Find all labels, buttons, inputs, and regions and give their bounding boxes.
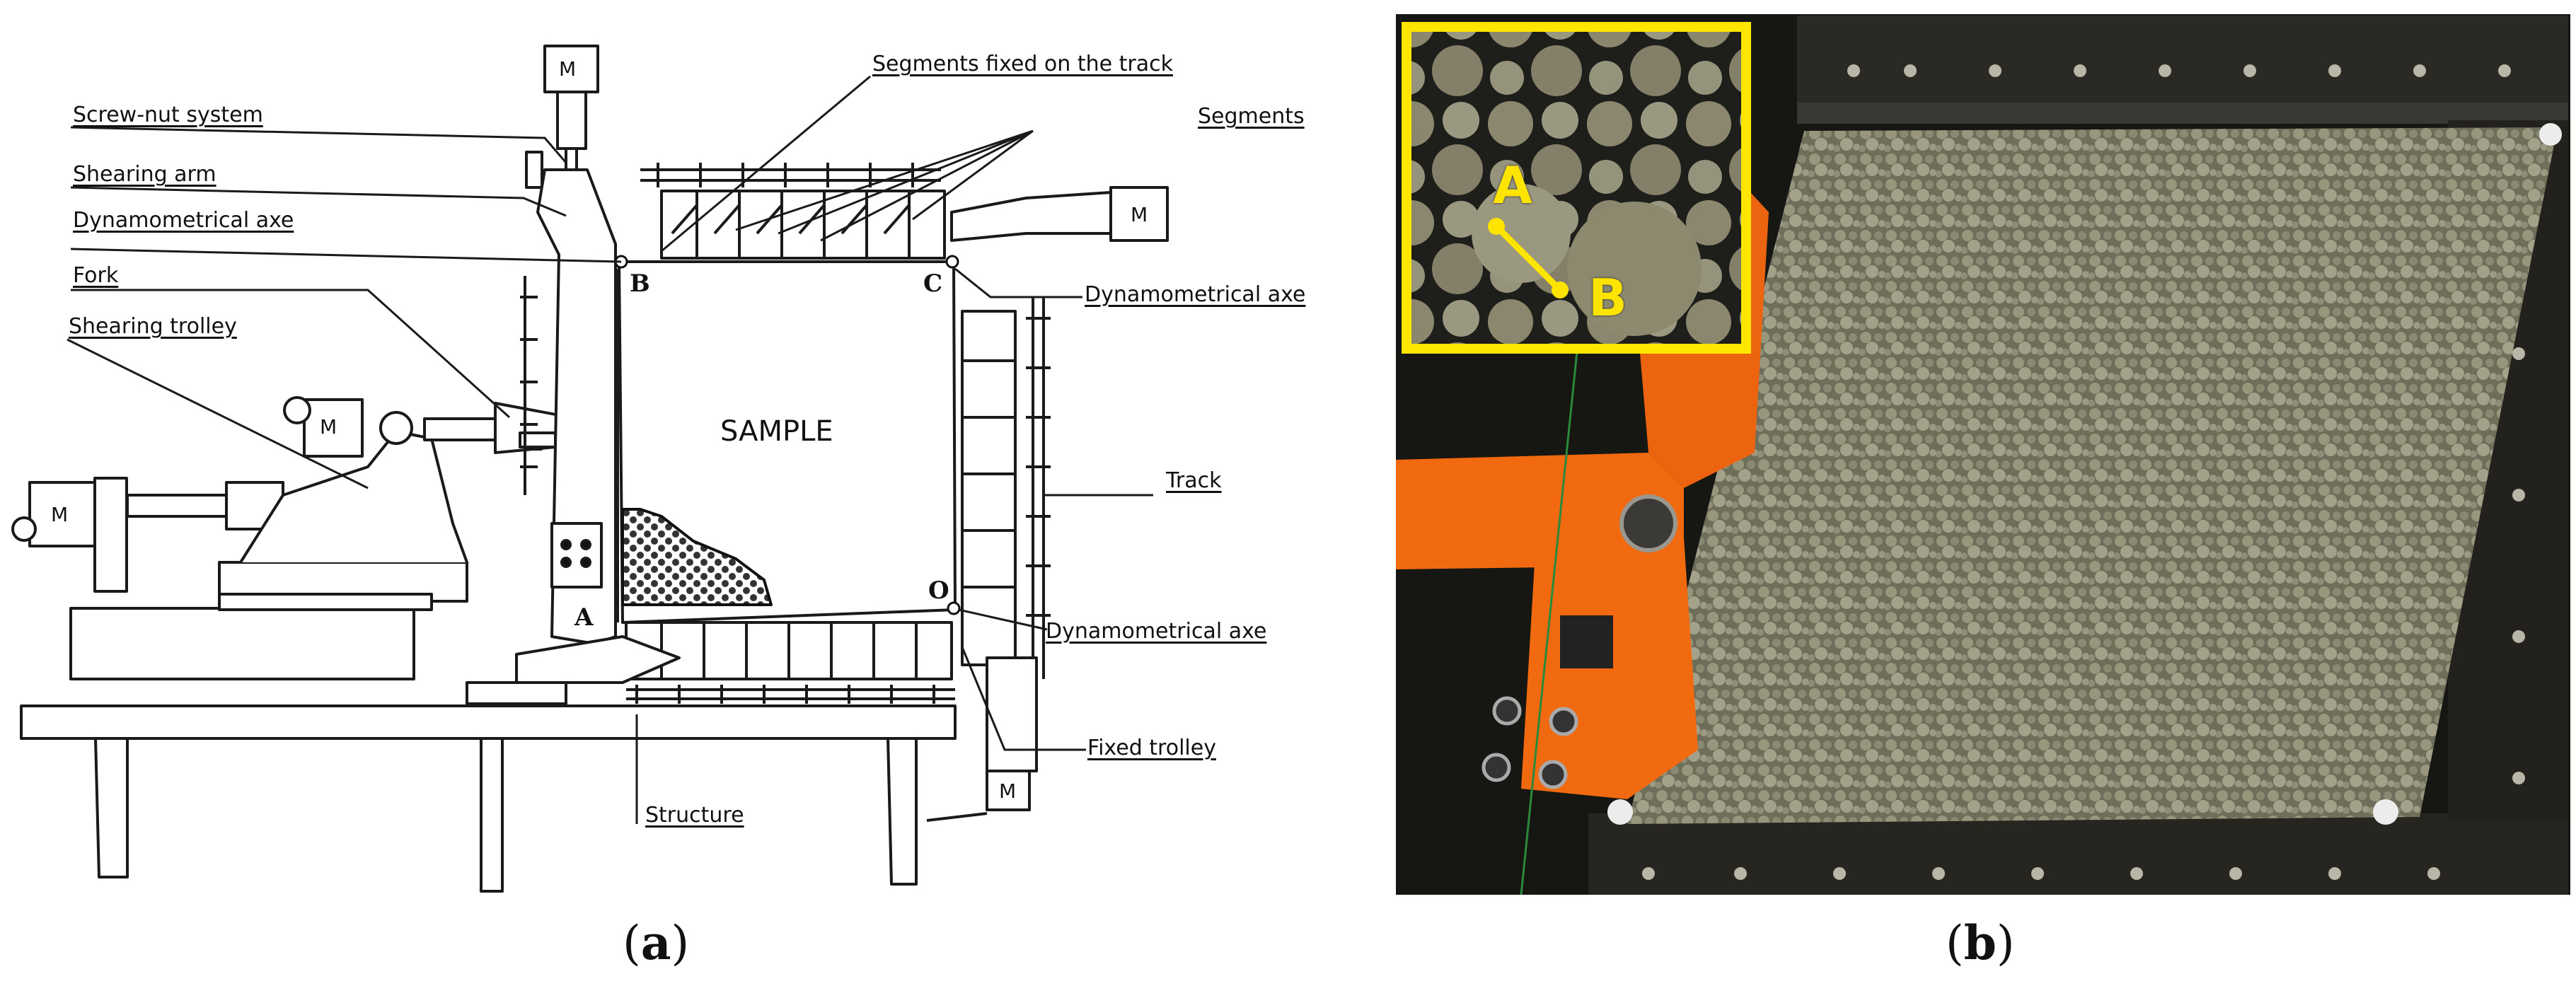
motor-label-top-right: M [1131,203,1148,226]
label-structure: Structure [645,803,744,828]
caption-b: (b) [1946,915,2015,970]
right-track [1032,297,1045,679]
label-segments: Segments [1198,104,1305,129]
motor-top-right [1109,186,1169,242]
motor-left [28,481,96,547]
top-track [640,168,941,182]
sample-label: SAMPLE [720,415,833,448]
arm-plate [550,522,603,588]
label-track: Track [1166,468,1222,493]
photo-background [1396,14,2570,895]
structure-leg-1 [94,738,129,878]
point-c-dot [945,255,959,269]
point-c: C [923,269,943,298]
motor-top [543,45,599,93]
structure-leg-2 [480,738,504,893]
motor-label-bottom: M [999,779,1017,803]
granular-sample [621,508,773,606]
motor-bottom [986,770,1031,811]
shearing-trolley-base [69,607,415,680]
diagram-drawing [11,45,1169,893]
structure-leg-3 [886,738,918,886]
label-dyn-axe-right: Dynamometrical axe [1085,282,1306,307]
inset-point-b: B [1588,268,1627,327]
label-screw-nut: Screw-nut system [73,103,263,127]
motor-label-trolley: M [320,415,337,439]
label-segments-fixed: Segments fixed on the track [872,52,1173,76]
caption-a-letter: a [640,915,671,970]
caption-a: (a) [623,915,690,970]
orange-arm [1396,453,1684,569]
label-shearing-arm: Shearing arm [73,162,216,187]
point-a: A [574,603,594,632]
motor-label-top: M [559,57,577,81]
point-b: B [630,269,650,298]
label-dyn-axe-left: Dynamometrical axe [73,208,294,233]
ab-segment [1494,224,1563,293]
arm-pin [1619,494,1677,552]
granular-sample-photo [1627,127,2558,824]
fixed-trolley [986,656,1038,772]
inset-point-a: A [1493,156,1532,215]
label-fork: Fork [73,263,119,288]
motor-trolley [303,398,364,458]
label-fixed-trolley: Fixed trolley [1087,736,1216,760]
point-o: O [928,576,949,605]
motor-label-left: M [51,503,69,526]
inset-frame [1402,22,1751,354]
point-o-dot [947,601,961,615]
label-dyn-axe-bottom: Dynamometrical axe [1046,619,1267,644]
caption-b-letter: b [1963,915,1997,970]
label-shearing-trolley: Shearing trolley [69,314,237,339]
base-table [20,704,957,740]
